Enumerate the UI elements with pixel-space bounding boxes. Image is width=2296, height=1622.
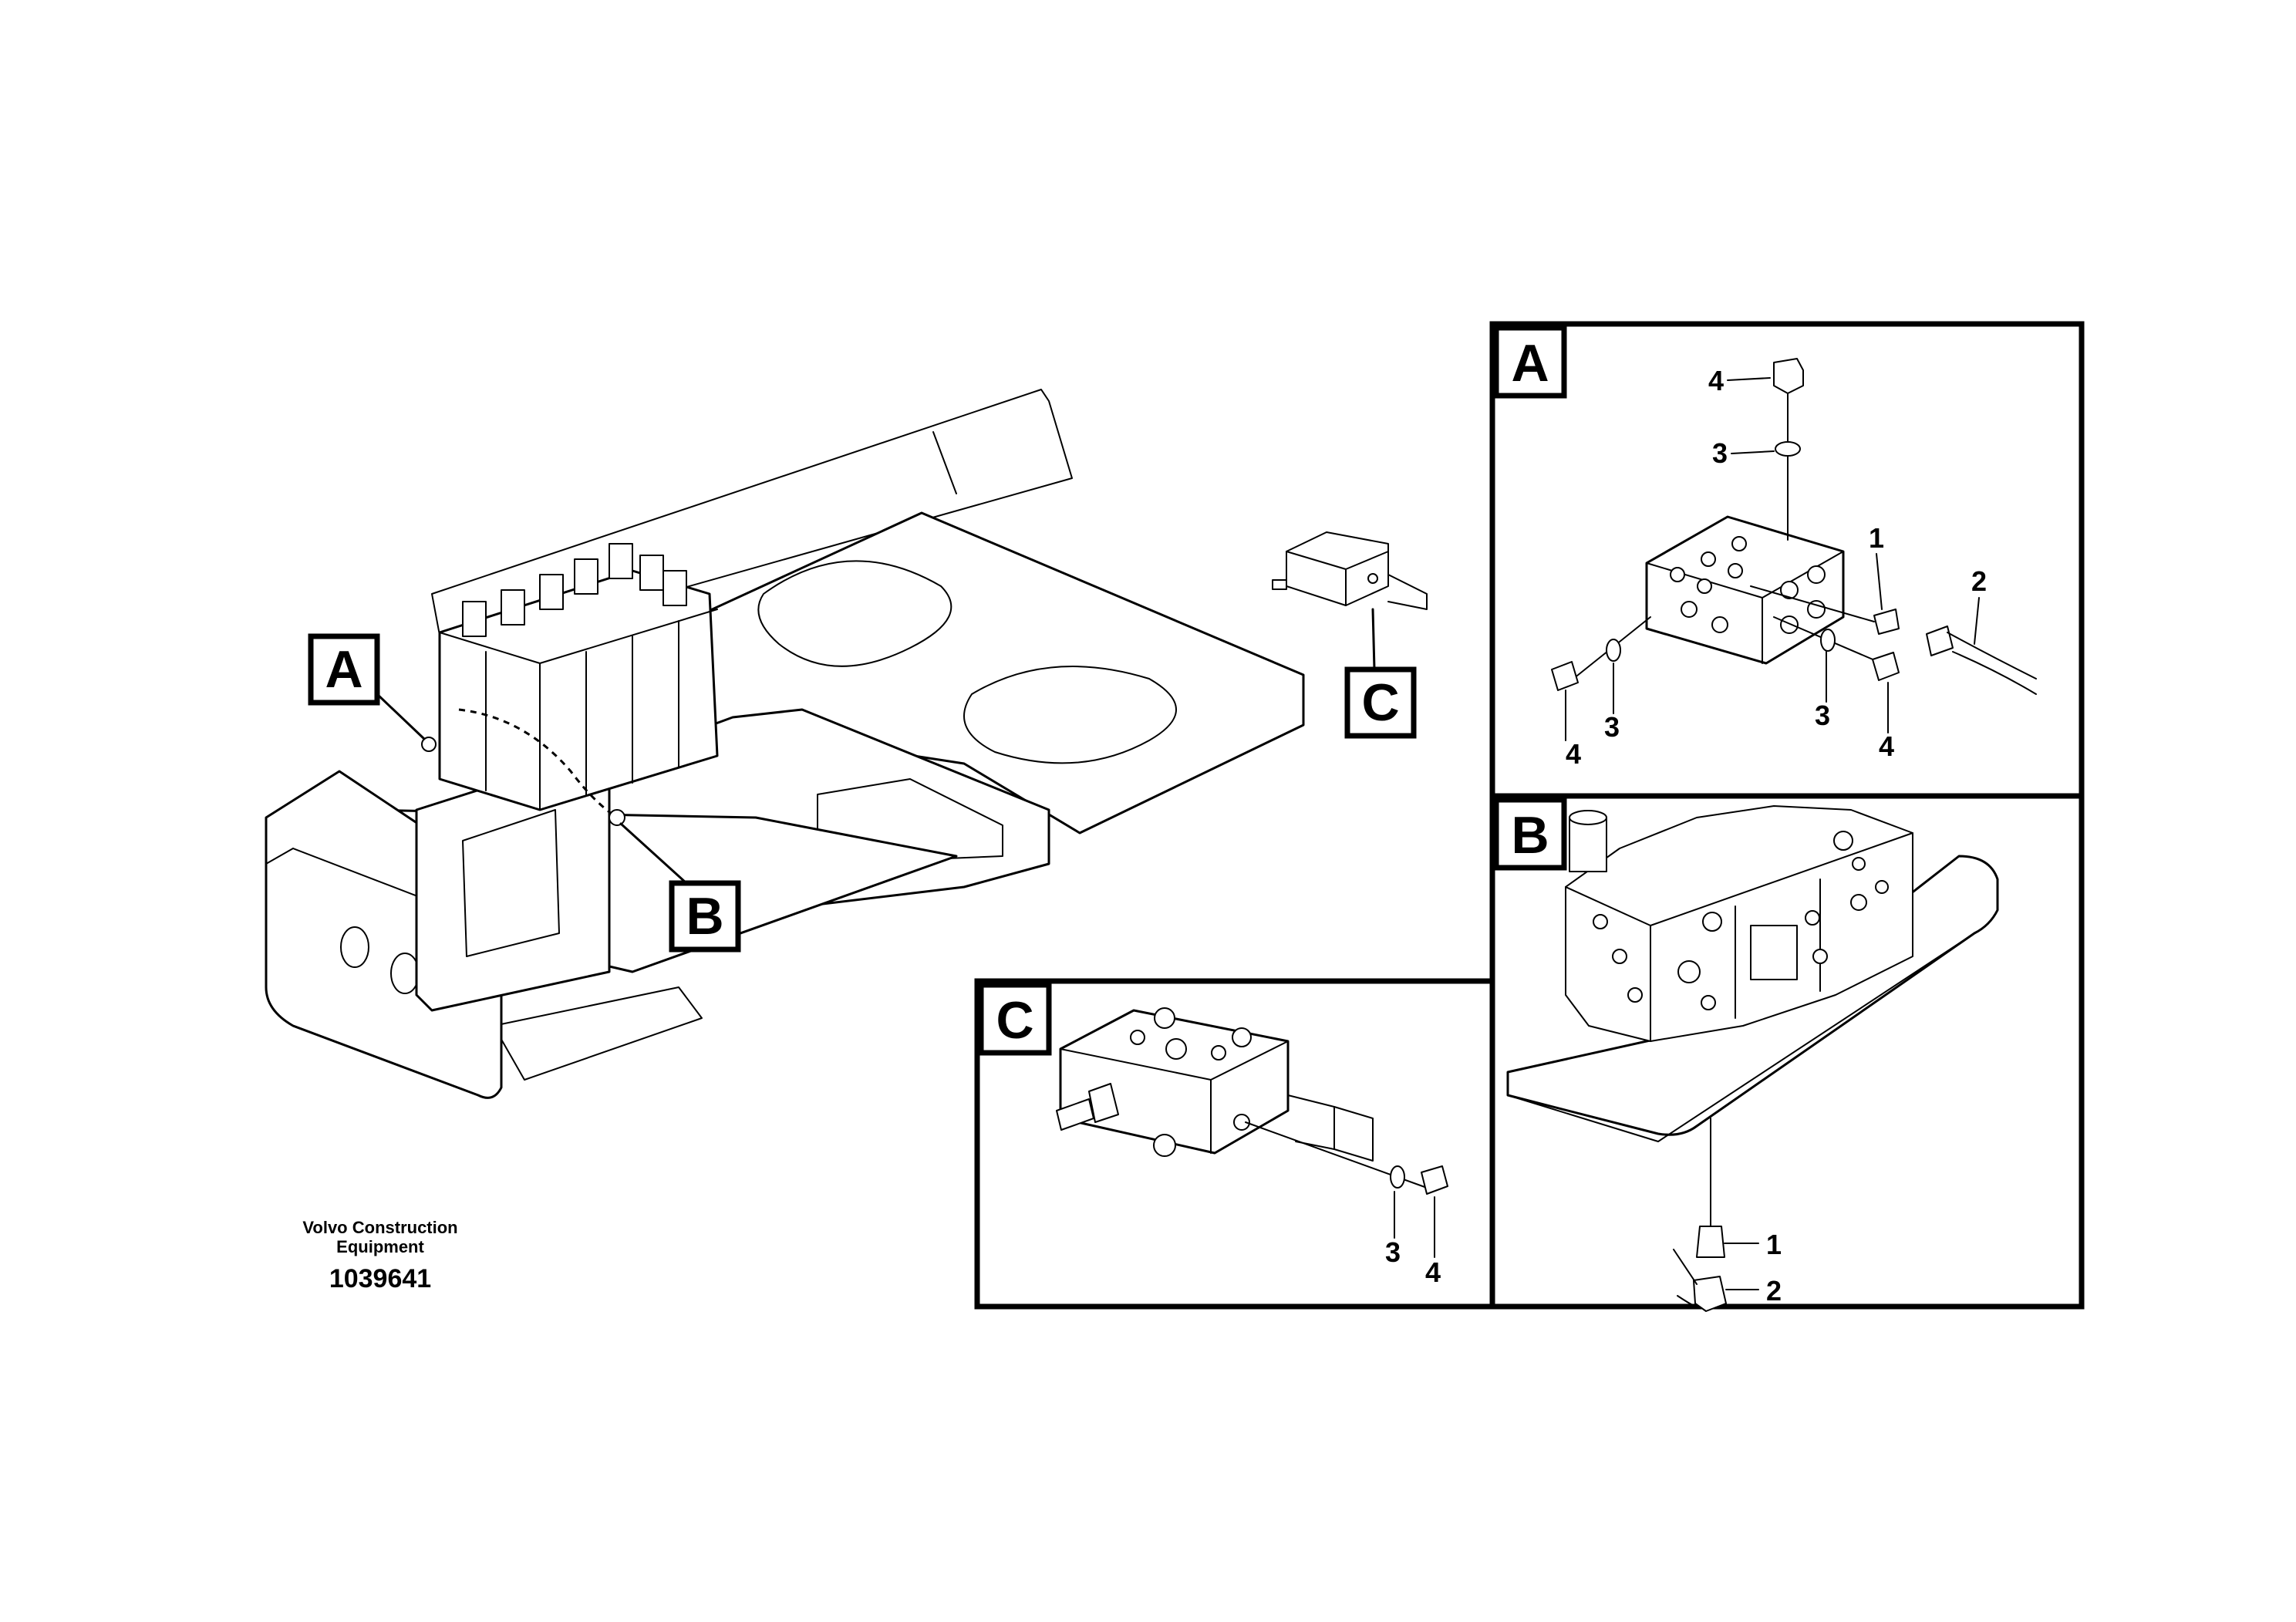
callout-a-1: 1 bbox=[1869, 522, 1884, 554]
svg-text:A: A bbox=[325, 640, 362, 699]
callout-a-4-top: 4 bbox=[1708, 365, 1724, 396]
callout-a-4-right: 4 bbox=[1879, 730, 1894, 762]
callout-a-4-left: 4 bbox=[1566, 738, 1581, 770]
main-assembly-view bbox=[265, 389, 1428, 1099]
svg-text:B: B bbox=[1511, 806, 1549, 865]
svg-text:A: A bbox=[1511, 334, 1549, 393]
callout-a-2: 2 bbox=[1971, 565, 1987, 597]
callout-a-3-top: 3 bbox=[1712, 437, 1728, 469]
footer: Volvo Construction Equipment 1039641 bbox=[302, 1218, 457, 1293]
callout-b-1: 1 bbox=[1766, 1229, 1782, 1260]
detail-frame-c bbox=[974, 978, 1495, 1310]
main-tag-c: C bbox=[1344, 608, 1417, 739]
svg-text:C: C bbox=[996, 991, 1033, 1050]
svg-text:B: B bbox=[686, 887, 723, 946]
footer-doc-number: 1039641 bbox=[329, 1264, 431, 1293]
footer-company-line1: Volvo Construction bbox=[302, 1218, 457, 1237]
callout-c-3: 3 bbox=[1385, 1236, 1401, 1268]
svg-text:C: C bbox=[1361, 673, 1399, 732]
callout-b-2: 2 bbox=[1766, 1275, 1782, 1307]
callout-a-3-left: 3 bbox=[1604, 711, 1620, 743]
callout-c-4: 4 bbox=[1425, 1256, 1441, 1288]
footer-company-line2: Equipment bbox=[336, 1237, 424, 1256]
detail-a-view: A 4 3 bbox=[1493, 325, 2037, 770]
main-tag-b: B bbox=[619, 822, 741, 953]
callout-a-3-right: 3 bbox=[1815, 700, 1830, 731]
detail-b-view: B 1 2 bbox=[1493, 797, 1999, 1312]
main-tag-a: A bbox=[308, 633, 426, 740]
detail-c-view: C 3 4 bbox=[978, 982, 1448, 1288]
